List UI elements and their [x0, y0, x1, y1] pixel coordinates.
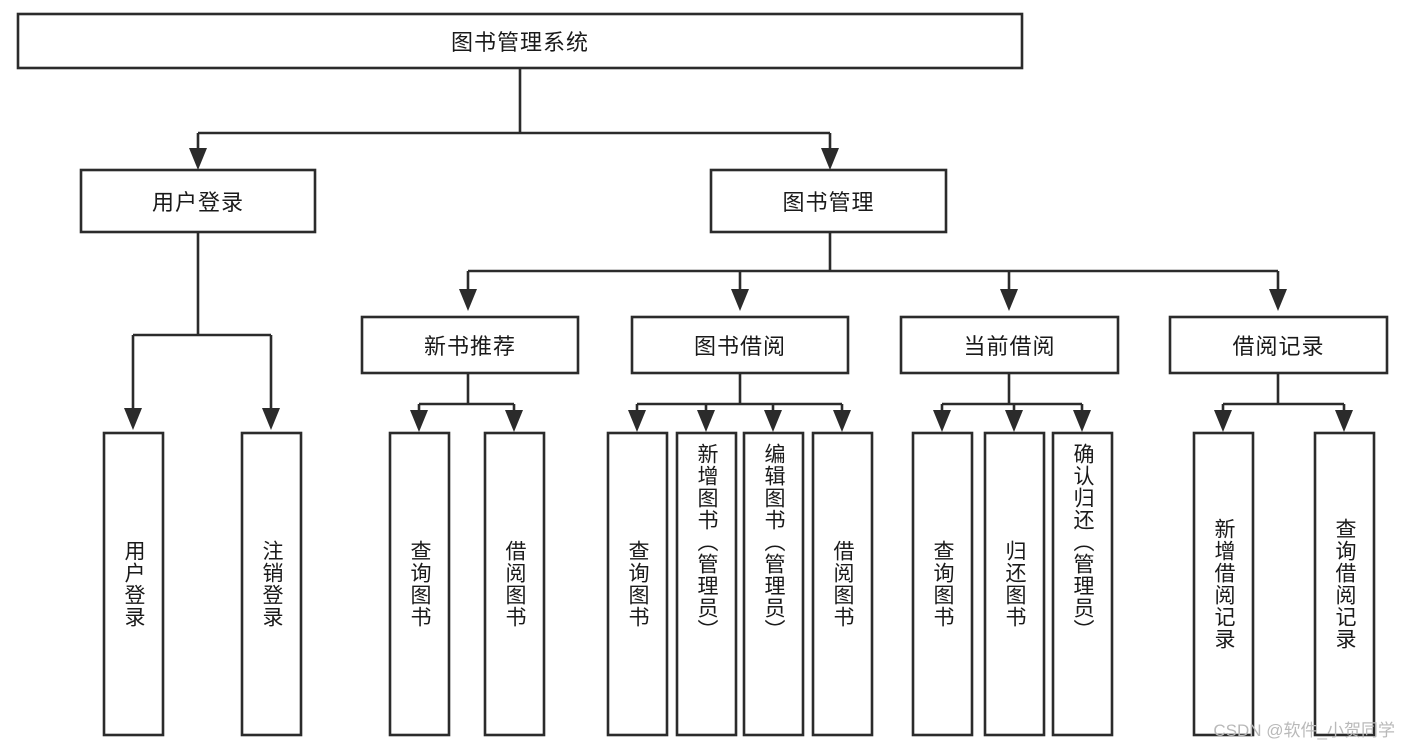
edge-group-userlogin-to-leaves [124, 232, 280, 430]
edge-group-root-to-level2 [189, 68, 839, 170]
edge-group-currentborrow-to-leaves [933, 373, 1091, 432]
node-leaf-book-borrow-2[interactable] [675, 431, 738, 737]
arrow-current-borrow-leaf-2-icon [1005, 410, 1023, 432]
arrow-book-borrow-leaf-1-icon [628, 410, 646, 432]
arrow-user-login-leaf-1-icon [124, 408, 142, 430]
arrow-root-to-user-login-icon [189, 148, 207, 170]
node-leaf-current-borrow-3[interactable] [1051, 431, 1114, 737]
arrow-book-manage-child-2-icon [731, 289, 749, 311]
arrow-user-login-leaf-2-icon [262, 408, 280, 430]
arrow-new-book-leaf-1-icon [410, 410, 428, 432]
watermark: CSDN @软件_小贺同学 [1213, 721, 1395, 740]
arrow-book-borrow-leaf-2-icon [697, 410, 715, 432]
node-leaf-new-book-1[interactable] [388, 431, 451, 737]
edge-group-newbook-to-leaves [410, 373, 523, 432]
edge-group-bookborrow-to-leaves [628, 373, 851, 432]
node-user-login[interactable] [79, 168, 317, 234]
arrow-book-manage-child-3-icon [1000, 289, 1018, 311]
node-leaf-book-borrow-1[interactable] [606, 431, 669, 737]
arrow-current-borrow-leaf-1-icon [933, 410, 951, 432]
arrow-book-manage-child-1-icon [459, 289, 477, 311]
arrow-root-to-book-manage-icon [821, 148, 839, 170]
arrow-new-book-leaf-2-icon [505, 410, 523, 432]
arrow-book-borrow-leaf-4-icon [833, 410, 851, 432]
arrow-book-manage-child-4-icon [1269, 289, 1287, 311]
arrow-borrow-record-leaf-1-icon [1214, 410, 1232, 432]
node-leaf-current-borrow-2[interactable] [983, 431, 1046, 737]
node-book-borrow[interactable] [630, 315, 850, 375]
node-new-book-recommend[interactable] [360, 315, 580, 375]
node-leaf-borrow-record-1[interactable] [1192, 431, 1255, 737]
node-borrow-record[interactable] [1168, 315, 1389, 375]
node-leaf-book-borrow-3[interactable] [742, 431, 805, 737]
node-root[interactable] [16, 12, 1024, 70]
arrow-borrow-record-leaf-2-icon [1335, 410, 1353, 432]
node-leaf-user-login-2[interactable] [240, 431, 303, 737]
arrow-book-borrow-leaf-3-icon [764, 410, 782, 432]
node-leaf-borrow-record-2[interactable] [1313, 431, 1376, 737]
node-leaf-current-borrow-1[interactable] [911, 431, 974, 737]
edge-group-bookmanage-to-level3 [459, 232, 1287, 311]
node-leaf-user-login-1[interactable] [102, 431, 165, 737]
node-leaf-new-book-2[interactable] [483, 431, 546, 737]
node-current-borrow[interactable] [899, 315, 1120, 375]
node-leaf-book-borrow-4[interactable] [811, 431, 874, 737]
edge-group-borrowrecord-to-leaves [1214, 373, 1353, 432]
arrow-current-borrow-leaf-3-icon [1073, 410, 1091, 432]
node-book-manage[interactable] [709, 168, 948, 234]
